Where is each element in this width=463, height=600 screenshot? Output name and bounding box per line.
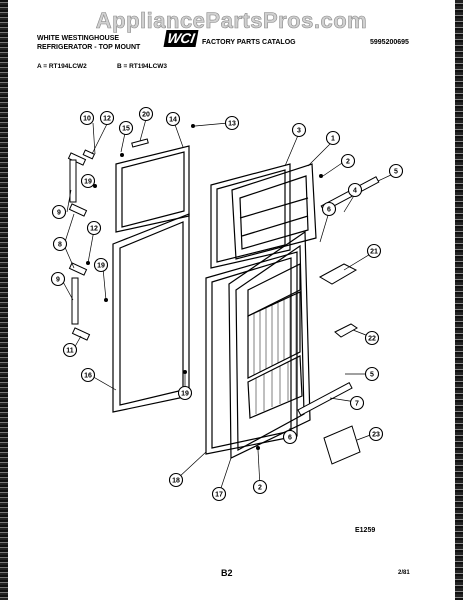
callout-label: 6 [288,435,292,442]
callout-label: 12 [90,226,98,233]
freezer-liner-shelf-2 [241,215,309,237]
callout-22: 22 [364,330,380,346]
callout-18: 18 [168,472,184,488]
dairy-compartment [247,263,301,317]
page-date: 2/81 [398,570,410,576]
page-label: B2 [221,568,233,578]
handle-fresh-food [71,277,79,325]
model-a: A = RT194LCW2 [37,63,87,70]
diagram-id: E1259 [355,527,376,534]
callout-label: 3 [297,128,301,135]
callout-16: 16 [80,367,96,383]
callout-9: 9 [51,204,67,220]
callout-label: 19 [97,263,105,270]
callout-5: 5 [388,163,404,179]
callout-13: 13 [224,115,240,131]
shelf-retainer [334,323,358,338]
callout-label: 9 [57,210,61,217]
callout-14: 14 [165,111,181,127]
callout-19: 19 [80,173,96,189]
callout-17: 17 [211,486,227,502]
freezer-door [210,163,291,269]
callout-label: 15 [122,126,130,133]
scan-edge-right [455,0,463,600]
brand-line-2: REFRIGERATOR - TOP MOUNT [37,44,141,51]
callout-label: 4 [353,188,357,195]
fresh-food-door-inner [211,257,292,449]
butter-cover [318,263,358,285]
callout-1: 1 [325,130,341,146]
callout-label: 13 [228,121,236,128]
callout-label: 21 [370,249,378,256]
callout-8: 8 [52,236,68,252]
callout-label: 2 [346,159,350,166]
callout-3: 3 [291,122,307,138]
freezer-door-gasket-inner [121,151,185,228]
callout-label: 19 [84,179,92,186]
freezer-liner-panel [239,175,309,250]
fresh-food-liner-panel [235,244,305,452]
hinge-center-lower [68,262,88,276]
freezer-door-liner [231,163,317,260]
handle-freezer [69,159,77,203]
callout-label: 8 [58,242,62,249]
callout-4: 4 [347,182,363,198]
callout-label: 9 [56,277,60,284]
fresh-food-door-liner [228,230,311,459]
callout-2: 2 [252,479,268,495]
callout-label: 5 [394,169,398,176]
callout-9: 9 [50,271,66,287]
callout-label: 11 [66,348,74,355]
fresh-food-shelf-bar [297,382,353,416]
callout-label: 17 [215,492,223,499]
model-b: B = RT194LCW3 [117,63,168,70]
freezer-liner-shelf-1 [239,197,309,219]
callout-19: 19 [177,385,193,401]
liner-shelf-lower [247,355,303,419]
callout-label: 22 [368,336,376,343]
hinge-lower [71,327,91,341]
liner-shelf-upper [247,291,301,379]
callout-label: 5 [370,372,374,379]
callout-10: 10 [79,110,95,126]
hinge-shim [82,149,96,160]
fresh-food-door-gasket-inner [119,221,184,406]
fresh-food-door-gasket [112,213,190,413]
watermark: AppliancePartsPros.com [95,8,368,34]
callout-6: 6 [282,429,298,445]
callout-11: 11 [62,342,78,358]
callout-5: 5 [364,366,380,382]
callout-12: 12 [99,110,115,126]
callout-6: 6 [321,201,337,217]
callout-2: 2 [340,153,356,169]
catalog-title: FACTORY PARTS CATALOG [202,39,296,46]
callout-label: 16 [84,373,92,380]
door-bin [323,425,361,465]
callout-label: 10 [83,116,91,123]
callout-19: 19 [93,257,109,273]
callout-label: 14 [169,117,177,124]
callout-23: 23 [368,426,384,442]
callout-label: 19 [181,391,189,398]
callout-21: 21 [366,243,382,259]
callout-label: 20 [142,112,150,119]
catalog-number: 5995200695 [370,39,409,46]
fresh-food-door [205,251,298,455]
brand-line-1: WHITE WESTINGHOUSE [37,35,120,42]
hinge-center [68,203,88,217]
callout-label: 12 [103,116,111,123]
callout-label: 2 [258,485,262,492]
callout-label: 7 [355,401,359,408]
callout-label: 18 [172,478,180,485]
scan-edge-left [0,0,8,600]
door-stop [131,138,149,148]
callout-label: 6 [327,207,331,214]
callout-label: 23 [372,432,380,439]
callout-20: 20 [138,106,154,122]
callout-12: 12 [86,220,102,236]
callout-label: 1 [331,136,335,143]
callout-15: 15 [118,120,134,136]
callout-7: 7 [349,395,365,411]
